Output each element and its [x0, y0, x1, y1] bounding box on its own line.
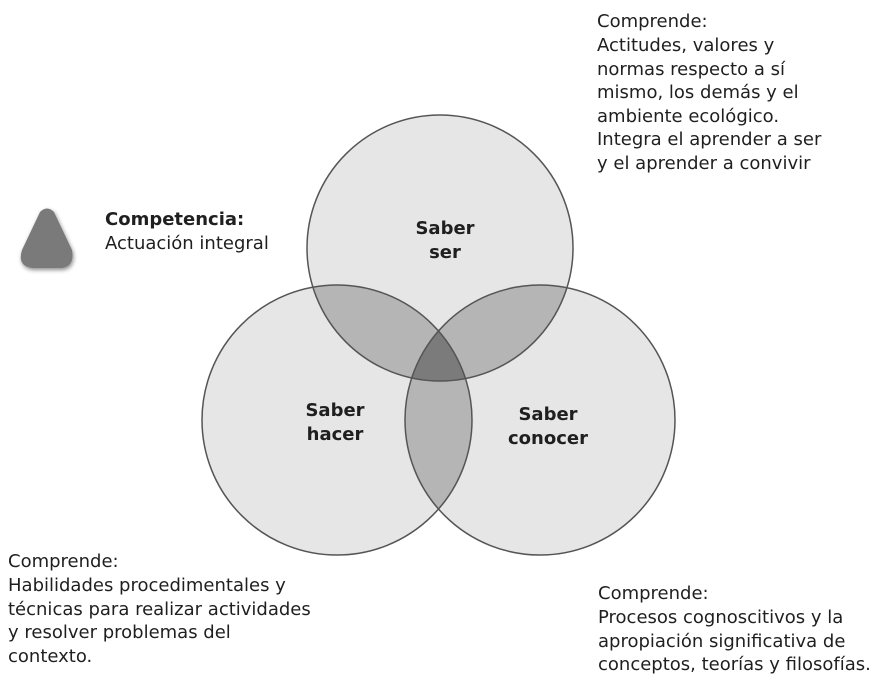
overlap-ser-conocer: [405, 285, 573, 381]
desc-hacer-body: Habilidades procedimentales y técnicas p…: [8, 575, 311, 667]
label-saber-hacer: Saber hacer: [305, 400, 365, 445]
desc-hacer-heading: Comprende:: [8, 551, 119, 572]
label-saber-ser: Saber ser: [415, 218, 475, 263]
rounded-triangle-icon: [20, 208, 73, 268]
desc-ser-heading: Comprende:: [597, 11, 708, 32]
legend-title: Competencia:: [105, 209, 245, 230]
desc-ser-body: Actitudes, valores y normas respecto a s…: [597, 35, 822, 174]
overlap-ser-hacer: [307, 285, 472, 381]
desc-conocer-body: Procesos cognoscitivos y la apropiación …: [598, 607, 871, 675]
desc-conocer-heading: Comprende:: [598, 583, 709, 604]
label-saber-conocer: Saber conocer: [508, 404, 588, 449]
legend-text: Actuación integral: [105, 233, 269, 254]
